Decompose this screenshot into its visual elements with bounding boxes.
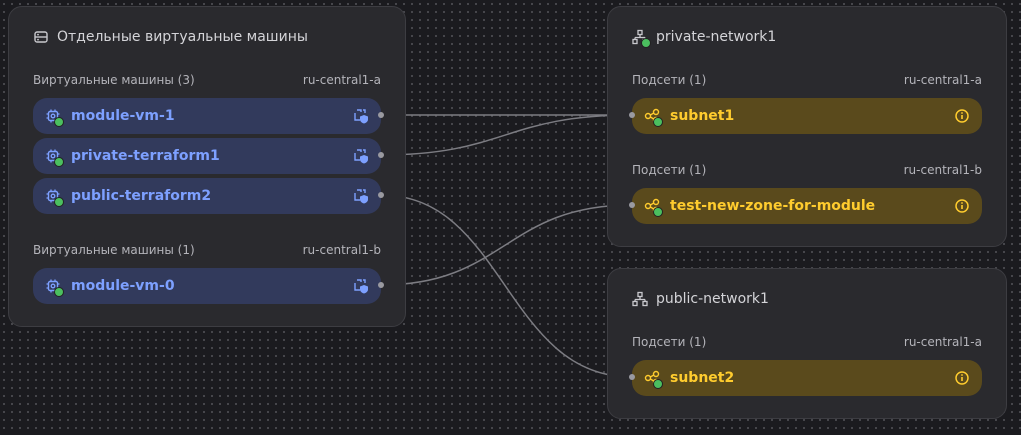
status-ok-dot [653,379,663,389]
network-header: public-network1 [632,291,769,307]
port-subnet2-in[interactable] [629,374,635,380]
vm-group-header: Отдельные виртуальные машины [33,29,308,45]
zone-label: ru-central1-a [903,73,982,87]
security-group-icon[interactable] [353,188,369,204]
vm-item-public-terraform2[interactable]: public-terraform2 [33,178,381,214]
zone-label: ru-central1-b [302,243,381,257]
status-ok-dot [653,207,663,217]
vm-item-module-vm-0[interactable]: module-vm-0 [33,268,381,304]
vm-name: private-terraform1 [71,148,220,164]
status-ok-dot [54,157,64,167]
vm-section-b-header: Виртуальные машины (1) ru-central1-b [33,243,381,257]
port-subnet1-in[interactable] [629,112,635,118]
vm-cpu-icon [45,188,64,207]
security-group-icon[interactable] [353,278,369,294]
info-icon[interactable] [954,370,970,386]
status-ok-dot [653,117,663,127]
security-group-icon[interactable] [353,108,369,124]
section-title: Подсети (1) [632,73,707,87]
status-ok-dot [641,38,651,48]
status-ok-dot [54,117,64,127]
status-ok-dot [54,287,64,297]
status-ok-dot [54,197,64,207]
vm-cpu-icon [45,148,64,167]
zone-label: ru-central1-b [903,163,982,177]
network-title: public-network1 [656,291,769,307]
subnet-icon [644,108,663,127]
section-title: Виртуальные машины (3) [33,73,195,87]
port-module-vm-0-out[interactable] [378,282,384,288]
network-title: private-network1 [656,29,777,45]
link-module-vm-0-to-test-new-zone [380,204,633,286]
port-private-terraform1-out[interactable] [378,152,384,158]
info-icon[interactable] [954,198,970,214]
section-title: Виртуальные машины (1) [33,243,195,257]
vm-cpu-icon [45,108,64,127]
network-card-public-network1: public-network1 Подсети (1) ru-central1-… [607,268,1007,419]
vm-name: module-vm-0 [71,278,175,294]
zone-label: ru-central1-a [302,73,381,87]
port-public-terraform2-out[interactable] [378,192,384,198]
network-icon [632,291,648,307]
vm-group-card: Отдельные виртуальные машины Виртуальные… [8,6,406,327]
subnet-name: subnet2 [670,370,735,386]
security-group-icon[interactable] [353,148,369,164]
subnet-item-test-new-zone-for-module[interactable]: test-new-zone-for-module [632,188,982,224]
info-icon[interactable] [954,108,970,124]
subnet-icon [644,198,663,217]
vm-item-module-vm-1[interactable]: module-vm-1 [33,98,381,134]
subnet-item-subnet1[interactable]: subnet1 [632,98,982,134]
vm-name: module-vm-1 [71,108,175,124]
vm-section-a-header: Виртуальные машины (3) ru-central1-a [33,73,381,87]
subnet-item-subnet2[interactable]: subnet2 [632,360,982,396]
subnet-icon [644,370,663,389]
network-card-private-network1: private-network1 Подсети (1) ru-central1… [607,6,1007,247]
port-module-vm-1-out[interactable] [378,112,384,118]
subnet-name: test-new-zone-for-module [670,198,876,214]
network-header: private-network1 [632,29,777,48]
vm-cpu-icon [45,278,64,297]
subnet-section-a-header: Подсети (1) ru-central1-a [632,335,982,349]
section-title: Подсети (1) [632,335,707,349]
link-private-terraform1-to-subnet1 [380,114,633,156]
zone-label: ru-central1-a [903,335,982,349]
vm-item-private-terraform1[interactable]: private-terraform1 [33,138,381,174]
vm-name: public-terraform2 [71,188,212,204]
network-icon [632,29,651,48]
subnet-name: subnet1 [670,108,735,124]
server-list-icon [34,31,48,43]
section-title: Подсети (1) [632,163,707,177]
port-test-new-zone-in[interactable] [629,202,635,208]
vm-group-title: Отдельные виртуальные машины [57,29,308,45]
subnet-section-a-header: Подсети (1) ru-central1-a [632,73,982,87]
subnet-section-b-header: Подсети (1) ru-central1-b [632,163,982,177]
link-public-terraform2-to-subnet2 [380,194,633,378]
